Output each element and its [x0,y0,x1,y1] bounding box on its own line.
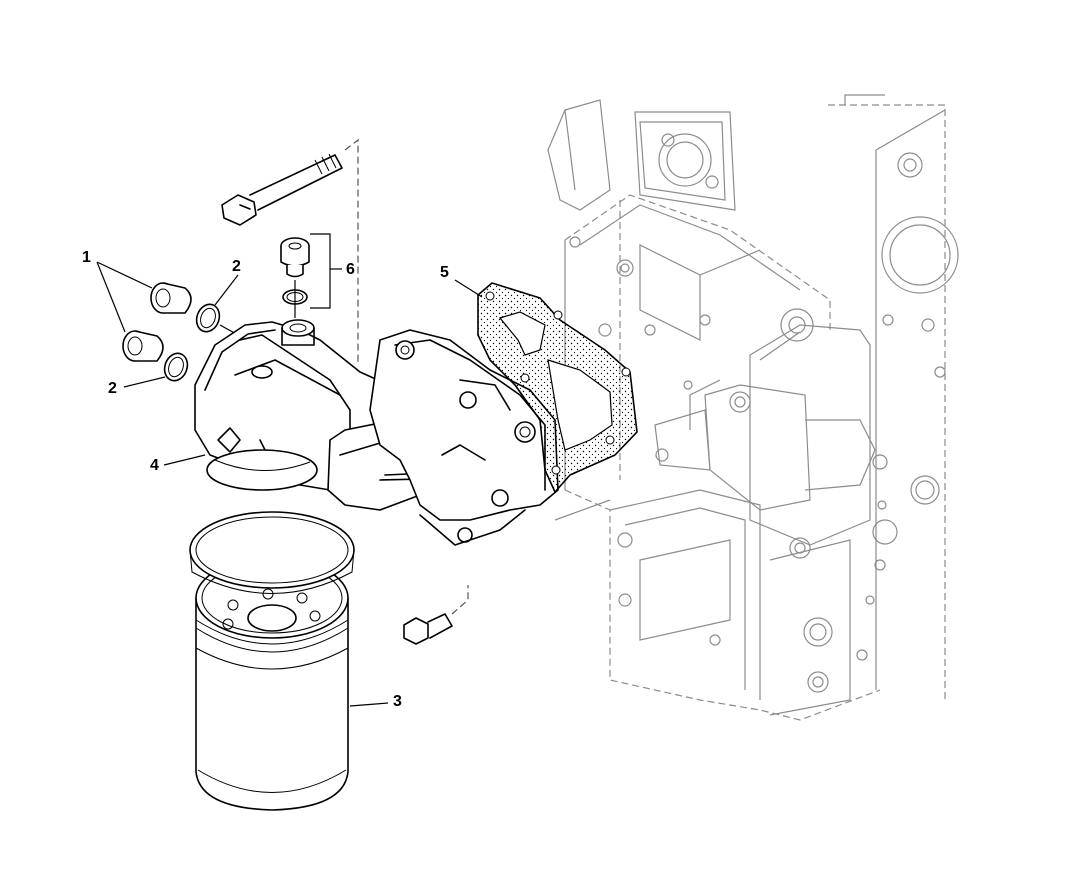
callout-4: 4 [150,457,159,474]
callout-6: 6 [346,261,355,278]
oil-filter-head [194,319,559,546]
callout-5: 5 [440,264,449,281]
plug-pair [122,282,192,362]
oil-filter-cartridge [189,511,355,811]
engine-block-background [547,94,959,721]
callout-3: 3 [393,693,402,710]
callout-1: 1 [82,249,91,266]
o-ring-pair [163,303,239,382]
mounting-bolt-bottom [403,585,469,645]
mounting-bolt-top [221,138,359,365]
gasket [477,282,638,493]
callout-2-lower: 2 [108,380,117,397]
callout-2-upper: 2 [232,258,241,275]
plug-with-seal [280,233,342,318]
callout-leaders [96,261,483,707]
